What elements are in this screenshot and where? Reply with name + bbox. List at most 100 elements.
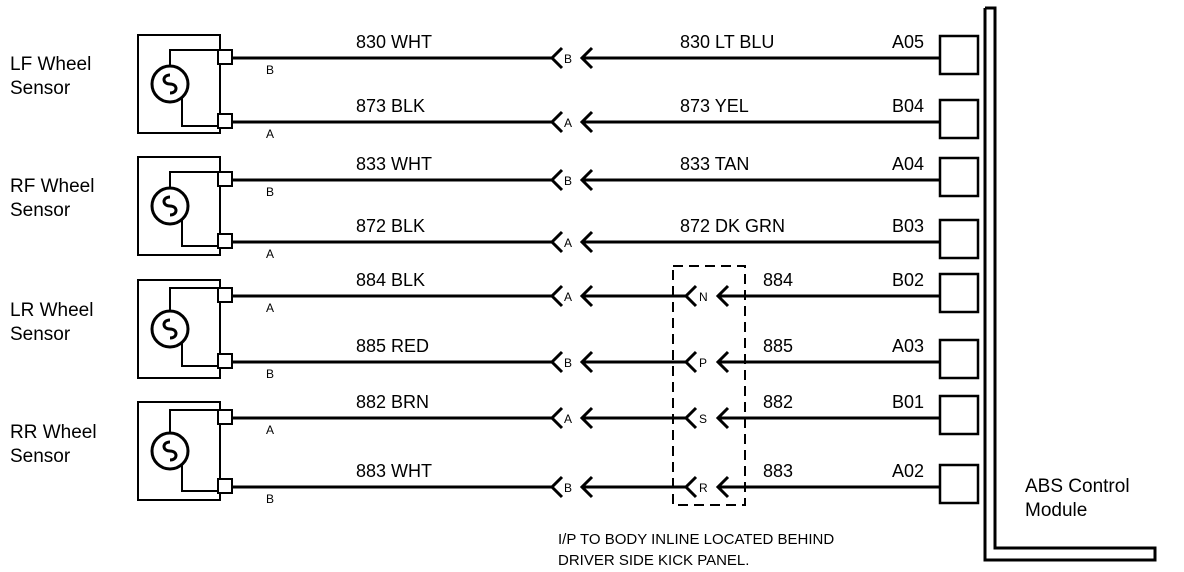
sine-icon — [162, 440, 178, 462]
wire-left-label: 830 WHT — [356, 32, 432, 52]
connector-pin-label: B — [564, 481, 572, 495]
inline-pin-label: R — [699, 481, 708, 495]
sensor-name-line2: Sensor — [10, 324, 71, 345]
wire-right-label: 873 YEL — [680, 96, 749, 116]
sensor-name-line1: LF Wheel — [10, 54, 91, 75]
sensor-lead — [181, 220, 218, 247]
wire-right-label: 882 — [763, 392, 793, 412]
module-label-line2: Module — [1025, 500, 1087, 521]
module-terminal — [938, 218, 980, 260]
connector-pin-label: A — [564, 412, 572, 426]
sensor-body — [137, 401, 221, 501]
inline-note-line2: DRIVER SIDE KICK PANEL. — [558, 552, 749, 569]
module-terminal — [938, 463, 980, 505]
sensor-terminal — [217, 113, 233, 129]
sensor-name-line2: Sensor — [10, 446, 71, 467]
sensor-terminal — [217, 409, 233, 425]
inline-pin-label: S — [699, 412, 707, 426]
sine-icon — [162, 73, 178, 95]
module-terminal — [938, 98, 980, 140]
inline-pin-label: P — [699, 356, 707, 370]
sensor-pin-label: B — [266, 63, 274, 77]
inline-connector-box — [672, 265, 746, 506]
module-pin-label: B04 — [892, 96, 924, 116]
sensor-lead — [169, 49, 218, 66]
wire-left-label: 884 BLK — [356, 270, 425, 290]
sensor-lead — [169, 287, 218, 311]
sensor-terminal — [217, 171, 233, 187]
sensor-body — [137, 279, 221, 379]
module-pin-label: A02 — [892, 461, 924, 481]
sensor-pin-label: A — [266, 301, 274, 315]
wire-left-label: 872 BLK — [356, 216, 425, 236]
sensor-lead — [181, 465, 218, 492]
wire-left-label: 882 BRN — [356, 392, 429, 412]
sensor-pin-label: A — [266, 247, 274, 261]
connector-chevron-icon — [549, 284, 564, 308]
sensor-lead — [169, 171, 218, 188]
connector-chevron-icon — [549, 168, 564, 192]
connector-pin-label: B — [564, 356, 572, 370]
module-pin-label: B03 — [892, 216, 924, 236]
connector-chevron-icon — [683, 284, 698, 308]
sensor-pin-label: B — [266, 492, 274, 506]
connector-pin-label: A — [564, 236, 572, 250]
inline-note-line1: I/P TO BODY INLINE LOCATED BEHIND — [558, 531, 834, 548]
module-pin-label: B01 — [892, 392, 924, 412]
connector-chevron-icon — [549, 110, 564, 134]
connector-chevron-icon — [549, 230, 564, 254]
sensor-pin-label: A — [266, 423, 274, 437]
sensor-pin-label: A — [266, 127, 274, 141]
sensor-lead — [169, 409, 218, 433]
module-label-line1: ABS Control — [1025, 476, 1130, 497]
wire-right-label: 833 TAN — [680, 154, 749, 174]
connector-pin-label: A — [564, 116, 572, 130]
connector-pin-label: B — [564, 52, 572, 66]
wire-left-label: 885 RED — [356, 336, 429, 356]
sensor-terminal — [217, 49, 233, 65]
wire-left-label: 873 BLK — [356, 96, 425, 116]
sensor-name-line1: RF Wheel — [10, 176, 94, 197]
connector-pin-label: B — [564, 174, 572, 188]
sensor-terminal — [217, 287, 233, 303]
sensor-name-line1: LR Wheel — [10, 300, 93, 321]
module-terminal — [938, 156, 980, 198]
module-pin-label: A04 — [892, 154, 924, 174]
sine-icon — [162, 195, 178, 217]
wire-right-label: 883 — [763, 461, 793, 481]
connector-chevron-icon — [683, 350, 698, 374]
sensor-terminal — [217, 233, 233, 249]
sensor-lead — [181, 343, 218, 367]
module-pin-label: A03 — [892, 336, 924, 356]
module-terminal — [938, 394, 980, 436]
wire-right-label: 830 LT BLU — [680, 32, 774, 52]
sensor-pin-label: B — [266, 185, 274, 199]
sensor-pin-label: B — [266, 367, 274, 381]
sensor-name-line2: Sensor — [10, 200, 71, 221]
inline-pin-label: N — [699, 290, 708, 304]
sensor-lead — [181, 98, 218, 127]
wire-right-label: 884 — [763, 270, 793, 290]
sensor-name-line1: RR Wheel — [10, 422, 97, 443]
connector-chevron-icon — [683, 475, 698, 499]
module-pin-label: B02 — [892, 270, 924, 290]
wire-left-label: 883 WHT — [356, 461, 432, 481]
sensor-terminal — [217, 353, 233, 369]
abs-control-module — [983, 6, 1157, 562]
sine-icon — [162, 318, 178, 340]
wire-right-label: 885 — [763, 336, 793, 356]
module-terminal — [938, 272, 980, 314]
connector-chevron-icon — [549, 475, 564, 499]
connector-chevron-icon — [549, 406, 564, 430]
module-pin-label: A05 — [892, 32, 924, 52]
module-terminal — [938, 34, 980, 76]
connector-chevron-icon — [683, 406, 698, 430]
sensor-name-line2: Sensor — [10, 78, 71, 99]
connector-chevron-icon — [549, 350, 564, 374]
wire-left-label: 833 WHT — [356, 154, 432, 174]
connector-pin-label: A — [564, 290, 572, 304]
module-terminal — [938, 338, 980, 380]
sensor-terminal — [217, 478, 233, 494]
